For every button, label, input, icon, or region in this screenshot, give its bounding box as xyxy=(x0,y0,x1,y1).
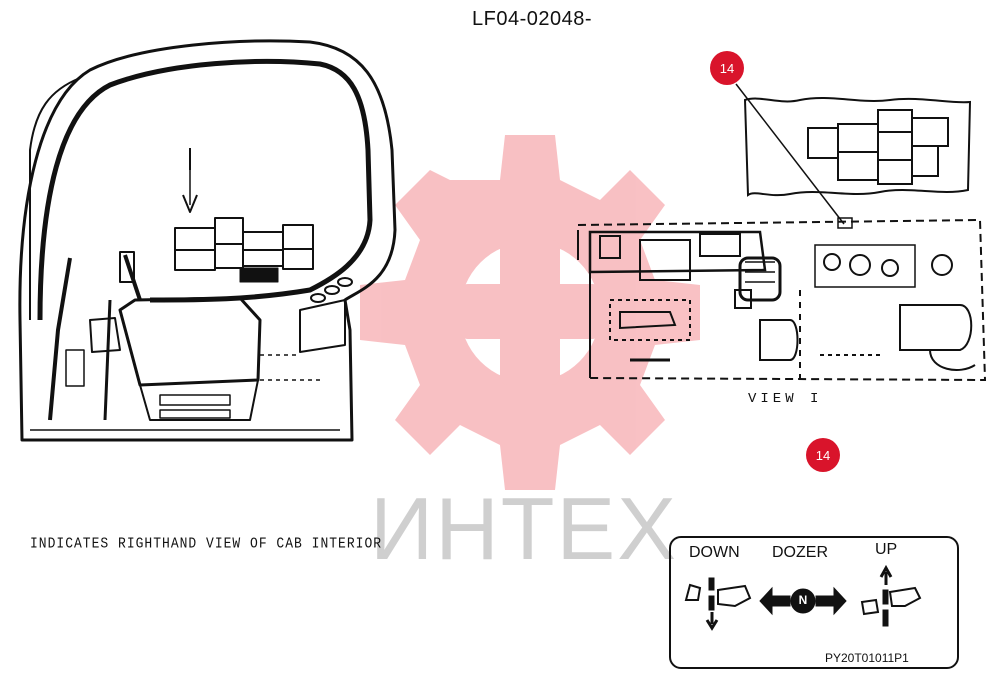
dozer-decal-frame xyxy=(669,536,959,669)
callout-14-top: 14 xyxy=(710,51,744,85)
cab-interior-view xyxy=(18,39,397,442)
decal-down-label: DOWN xyxy=(689,544,740,561)
document-code: LF04-02048- xyxy=(471,8,593,30)
dozer-lever-decal-graphics xyxy=(684,564,922,631)
decal-part-code: PY20T01011P1 xyxy=(825,651,909,665)
decal-title: DOZER xyxy=(772,544,828,561)
view-label: VIEW I xyxy=(748,391,823,407)
watermark-brand: ИНТЕХ xyxy=(370,479,678,578)
view-i-detail xyxy=(577,83,987,382)
decal-neutral-label: N xyxy=(798,593,808,607)
callout-14-bottom: 14 xyxy=(806,438,840,472)
decal-up-label: UP xyxy=(875,541,898,558)
watermark-gear-icon xyxy=(360,135,700,490)
left-view-caption: INDICATES RIGHTHAND VIEW OF CAB INTERIOR xyxy=(30,534,383,553)
